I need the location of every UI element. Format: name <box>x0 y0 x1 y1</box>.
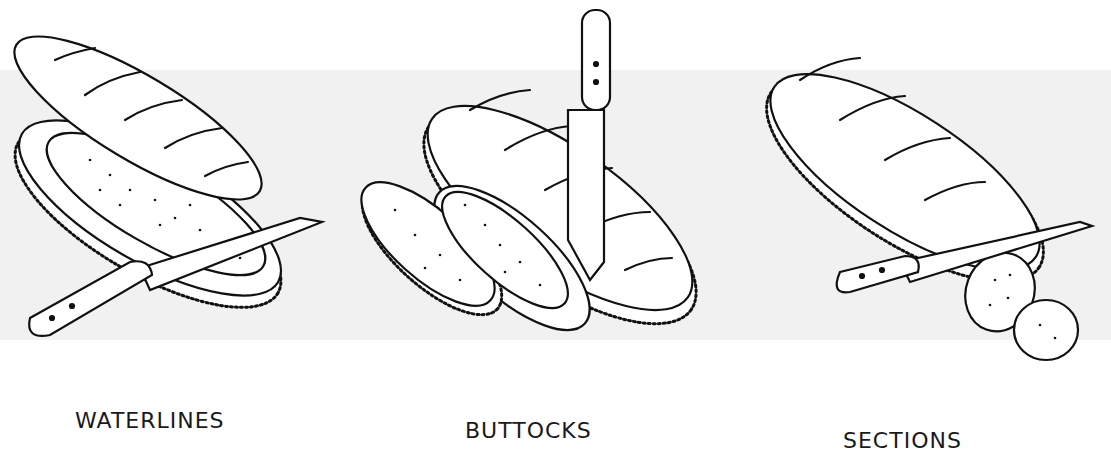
section-loaf <box>737 38 1092 360</box>
view-label: WATERLINES <box>75 408 225 434</box>
view-label: BUTTOCKS <box>465 418 592 444</box>
waterline-loaf <box>0 9 322 342</box>
view-label: SECTIONS <box>843 428 962 454</box>
buttock-loaf <box>343 10 728 362</box>
